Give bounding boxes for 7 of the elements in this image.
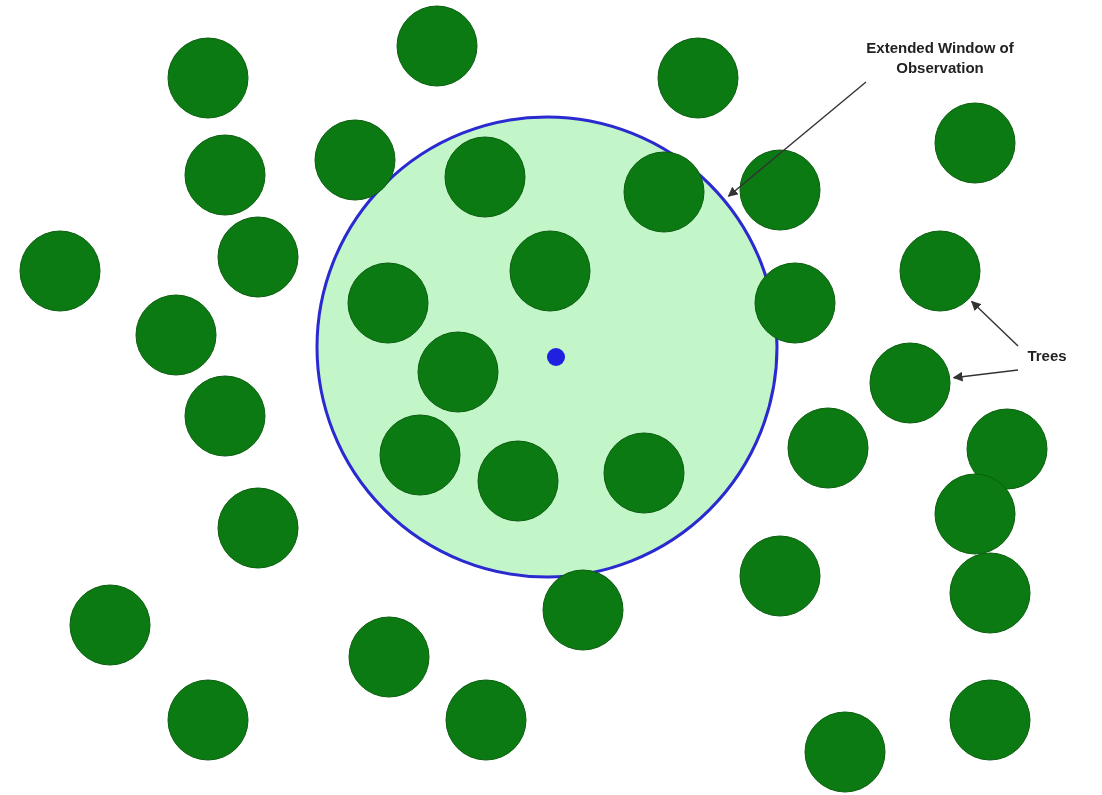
- leader-line: [727, 81, 867, 197]
- callout-label: Extended Window of Observation: [860, 38, 1020, 78]
- leader-line: [952, 369, 1019, 382]
- leader-line: [971, 300, 1019, 347]
- callout-label: Trees: [1012, 346, 1082, 366]
- tree-circle: [899, 230, 981, 312]
- tree-circle: [869, 342, 951, 424]
